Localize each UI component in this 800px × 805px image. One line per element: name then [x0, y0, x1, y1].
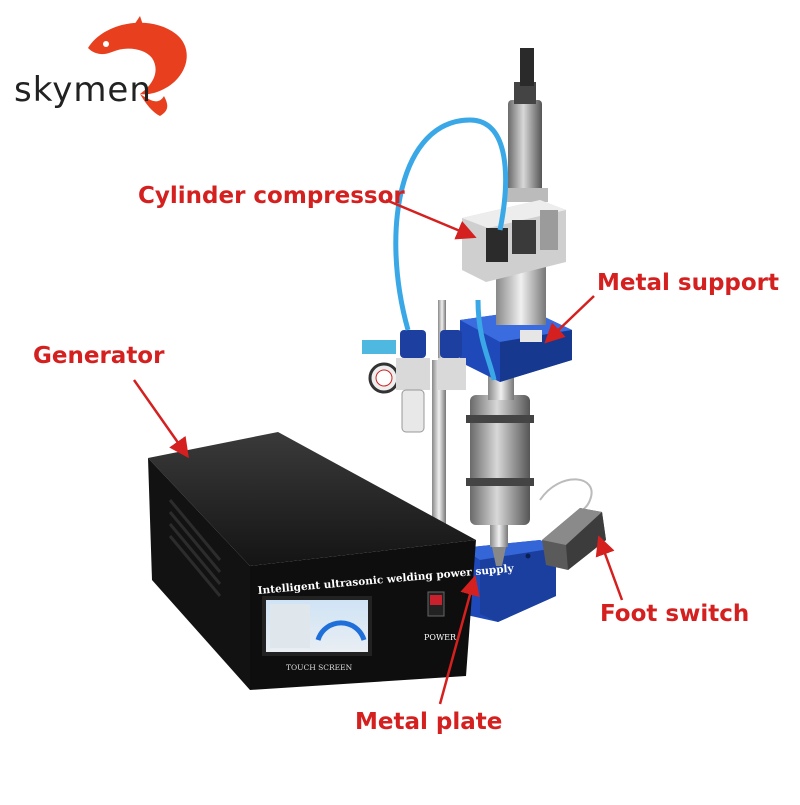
label-metal-plate: Metal plate	[355, 709, 503, 735]
arrow-plate	[438, 575, 480, 705]
arrow-cylinder	[385, 198, 477, 240]
callout-arrows	[132, 198, 624, 705]
dolphin-logo-icon	[88, 16, 187, 116]
foot-switch	[542, 508, 606, 570]
vent-slots	[168, 499, 222, 597]
label-generator: Generator	[33, 343, 165, 369]
label-cylinder-compressor: Cylinder compressor	[138, 183, 405, 209]
label-metal-support: Metal support	[597, 270, 780, 296]
screen-label: TOUCH SCREEN	[286, 663, 353, 672]
valve-block	[462, 200, 566, 282]
arrow-foot-switch	[595, 535, 624, 601]
brand-wordmark: skymen	[14, 70, 152, 110]
arrow-generator	[132, 379, 189, 459]
transducer	[466, 370, 534, 566]
label-foot-switch: Foot switch	[600, 601, 750, 627]
air-regulator	[362, 330, 466, 433]
arrow-support	[544, 295, 595, 344]
power-label: POWER	[424, 633, 457, 642]
generator	[148, 432, 476, 690]
metal-plate	[462, 540, 556, 622]
